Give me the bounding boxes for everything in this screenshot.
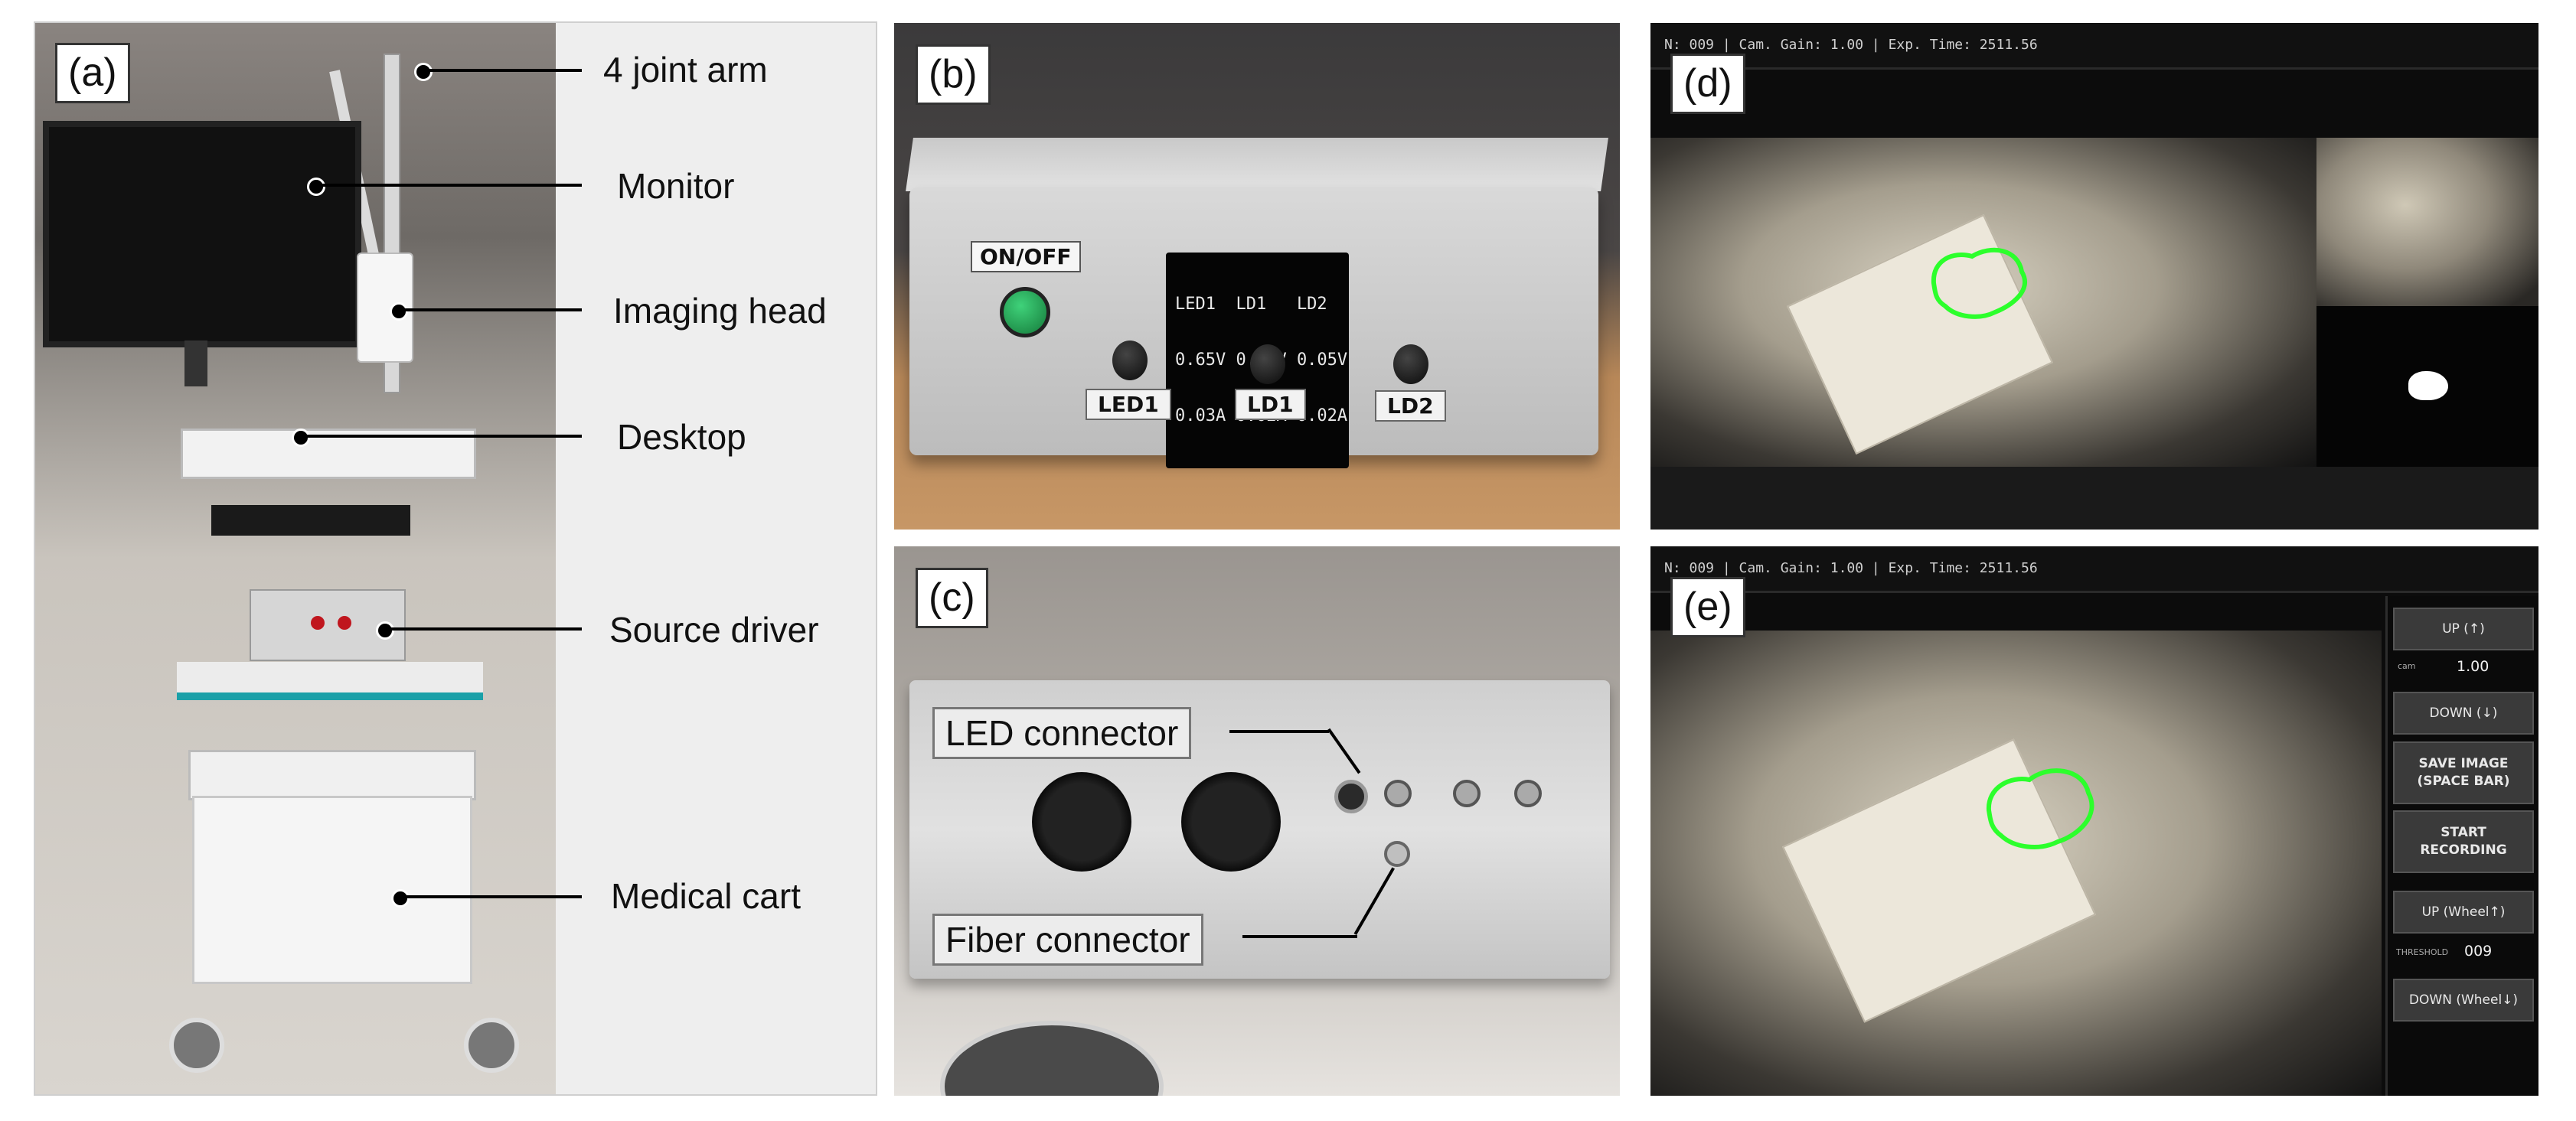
start-recording-line2: RECORDING [2420,842,2507,858]
start-recording-line1: START [2441,825,2486,841]
knob-led1[interactable] [1112,341,1148,380]
panel-a: (a) 4 joint arm Monitor Imaging head Des… [34,21,877,1096]
knob-ld2[interactable] [1393,344,1428,384]
keyboard [211,505,410,536]
power-button[interactable] [1000,287,1050,337]
fan-left [1032,772,1131,872]
cart-photo [35,23,556,1094]
panel-d-label: (d) [1670,54,1745,115]
cart-body [192,796,472,984]
callout-source-driver: Source driver [609,610,819,650]
shelf-lower [188,750,476,800]
panel-e-label: (e) [1670,577,1745,638]
cam-label: cam [2398,661,2416,671]
callout-monitor: Monitor [617,166,735,206]
monitor-dot [307,178,325,196]
desktop-leader [306,435,582,438]
driver-knob-1 [311,616,325,630]
led-connector-leader [1229,730,1329,733]
mask-blob-d [2408,371,2448,400]
threshold-down-button[interactable]: DOWN (Wheel↓) [2393,979,2534,1022]
fiber-connector-port[interactable] [1384,841,1410,867]
knob-ld1[interactable] [1250,344,1285,384]
save-image-button[interactable]: SAVE IMAGE (SPACE BAR) [2393,741,2534,804]
wheel-right [464,1018,519,1073]
lcd-header: LED1 LD1 LD2 [1175,295,1327,314]
bottom-strip-d [1650,467,2538,530]
imaging-head-leader [404,308,582,311]
callout-imaging-head: Imaging head [613,291,827,331]
led-connector-port[interactable] [1334,780,1368,813]
save-image-line2: (SPACE BAR) [2417,774,2510,789]
threshold-value: 009 [2464,943,2493,960]
port-5 [1514,780,1542,807]
port-4 [1453,780,1481,807]
fiber-connector-label: Fiber connector [932,914,1203,966]
threshold-label: THRESHOLD [2396,947,2449,957]
threshold-up-button[interactable]: UP (Wheel↑) [2393,891,2534,934]
callout-joint-arm: 4 joint arm [603,50,768,90]
panel-d: N: 009 | Cam. Gain: 1.00 | Exp. Time: 25… [1650,23,2538,530]
monitor-leader [322,184,582,187]
knob-label-led1: LED1 [1086,389,1171,420]
knob-label-ld1: LD1 [1235,389,1306,420]
source-driver-dot [376,621,394,640]
panel-c-label: (c) [916,568,988,629]
source-driver-leader [390,627,582,631]
driver-box-top [906,138,1608,191]
status-bar-e: N: 009 | Cam. Gain: 1.00 | Exp. Time: 25… [1650,546,2538,593]
cam-up-button[interactable]: UP (↑) [2393,608,2534,650]
panel-b: (b) ON/OFF LED1 LD1 LD2 0.65V 0.06V 0.05… [894,23,1620,530]
arm-dot [414,63,433,81]
power-label: ON/OFF [971,241,1081,272]
status-bar-d: N: 009 | Cam. Gain: 1.00 | Exp. Time: 25… [1650,23,2538,70]
desktop-dot [292,429,310,447]
panel-c: (c) LED connector Fiber connector [894,546,1620,1096]
shelf-middle [177,662,483,700]
monitor-stand [184,341,207,386]
panel-e: N: 009 | Cam. Gain: 1.00 | Exp. Time: 25… [1650,546,2538,1096]
start-recording-button[interactable]: START RECORDING [2393,810,2534,873]
led-connector-label: LED connector [932,707,1192,759]
medical-cart-leader [406,895,582,898]
detection-contour-e [1986,768,2094,849]
wheel-left [169,1018,224,1073]
knob-label-ld2: LD2 [1375,390,1446,422]
imaging-head-dot [390,302,408,321]
contour-path-d [1931,247,2028,319]
medical-cart-dot [391,889,410,908]
detection-contour-d [1931,247,2028,319]
panel-b-label: (b) [916,44,991,106]
panel-a-label: (a) [55,43,130,104]
fan-right [1181,772,1281,872]
desk-hole [940,1021,1164,1096]
cam-down-button[interactable]: DOWN (↓) [2393,692,2534,735]
preview-thumbnail-d [2316,138,2538,306]
save-image-line1: SAVE IMAGE [2418,756,2509,772]
arm-leader [429,69,582,72]
contour-path-e [1986,768,2094,849]
fiber-connector-leader [1242,935,1357,938]
monitor-screen [43,121,361,347]
cam-value: 1.00 [2457,658,2489,675]
callout-medical-cart: Medical cart [611,876,801,916]
callout-desktop: Desktop [617,417,746,457]
port-3 [1384,780,1412,807]
driver-knob-2 [338,616,351,630]
